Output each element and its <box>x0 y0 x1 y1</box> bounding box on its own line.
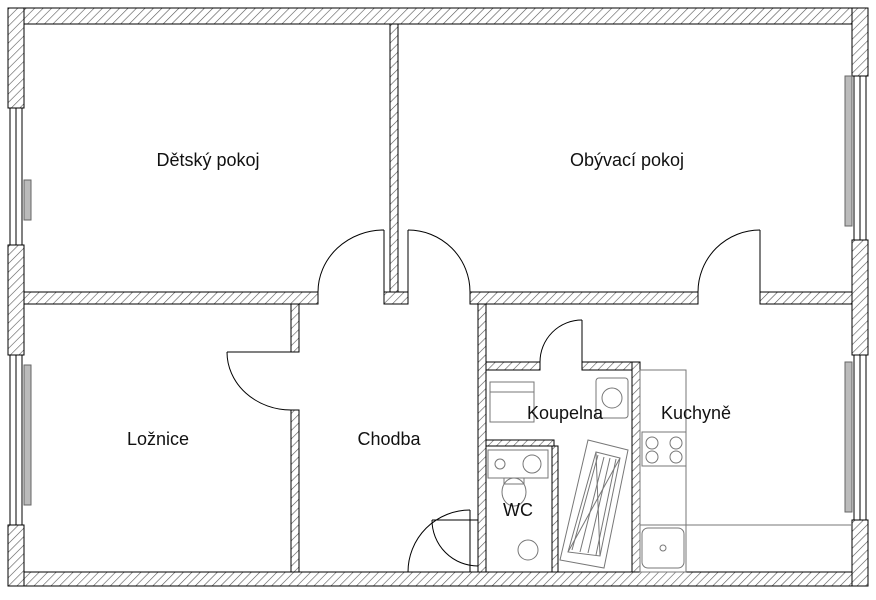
room-label-detsky-pokoj: Dětský pokoj <box>156 150 259 170</box>
room-label-koupelna: Koupelna <box>527 403 604 423</box>
walls <box>7 7 869 587</box>
kitchen-counter <box>639 369 687 573</box>
door-wc <box>431 519 479 567</box>
wall-bottom <box>7 571 869 587</box>
bathtub <box>559 439 629 569</box>
wall-loznice-chodba-2 <box>290 409 300 573</box>
bathroom-furniture <box>487 377 629 569</box>
toilet <box>501 477 527 507</box>
door-detsky-pokoj <box>317 229 385 304</box>
door-koupelna <box>539 319 583 363</box>
window-right-bottom-sash <box>844 361 853 513</box>
window-left-top-sash <box>23 179 32 221</box>
wc-basin <box>517 539 539 561</box>
washbasin <box>595 377 629 419</box>
wall-wc-top <box>485 439 555 447</box>
wall-wc-right <box>551 445 559 573</box>
wall-left-mid <box>7 244 25 356</box>
wall-bath-top-left <box>485 361 541 371</box>
wall-bath-top-right <box>581 361 639 371</box>
window-right-top-sash <box>844 75 853 227</box>
room-label-wc: WC <box>503 500 533 520</box>
wall-middle-center-2 <box>469 291 699 305</box>
kitchen-furniture <box>639 369 852 573</box>
room-label-kuchyne: Kuchyně <box>661 403 731 423</box>
wc-washer <box>487 449 549 479</box>
wall-left-bottom <box>7 524 25 587</box>
room-label-loznice: Ložnice <box>127 429 189 449</box>
stove <box>641 431 687 467</box>
wall-right-top <box>851 7 869 77</box>
room-labels: Dětský pokoj Obývací pokoj Ložnice Chodb… <box>127 150 731 520</box>
windows <box>9 75 867 526</box>
room-label-chodba: Chodba <box>357 429 421 449</box>
doors <box>226 229 761 573</box>
door-loznice <box>226 351 292 411</box>
wall-chodba-bath <box>477 303 487 573</box>
wall-bath-right <box>631 361 641 573</box>
washing-machine <box>489 381 535 423</box>
wall-middle-center <box>383 291 409 305</box>
wall-right-mid <box>851 239 869 356</box>
wall-top-partition <box>389 23 399 293</box>
wall-left-top <box>7 7 25 109</box>
door-obyvaci-pokoj-2 <box>697 229 761 293</box>
window-left-bottom-sash <box>23 364 32 506</box>
door-obyvaci-pokoj-1 <box>407 229 471 304</box>
wall-middle-right <box>759 291 853 305</box>
wall-right-bottom <box>851 519 869 587</box>
kitchen-sink <box>641 527 685 569</box>
room-label-obyvaci-pokoj: Obývací pokoj <box>570 150 684 170</box>
wall-loznice-chodba <box>290 303 300 353</box>
wall-middle-left <box>23 291 319 305</box>
wall-top <box>7 7 869 25</box>
